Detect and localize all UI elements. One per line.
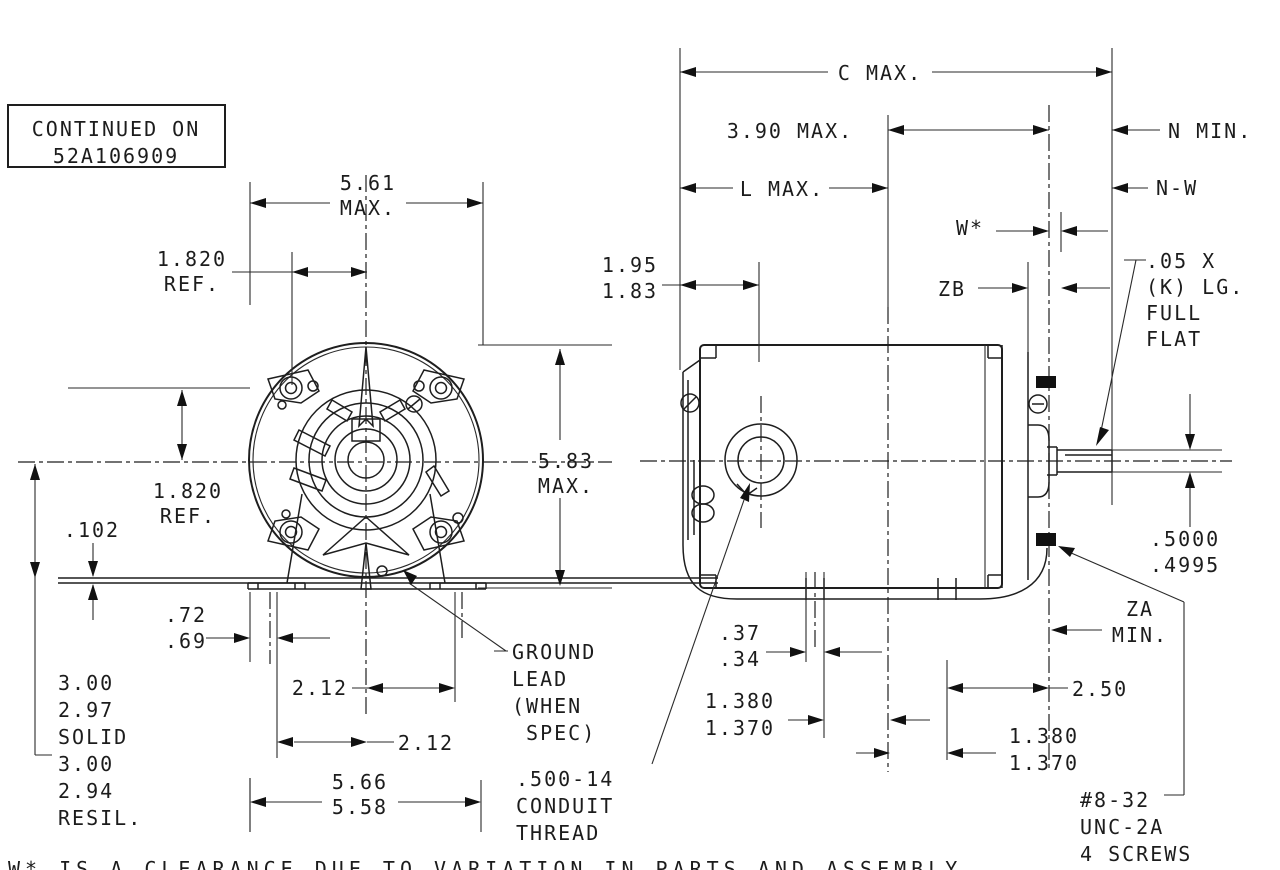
mounting-base: [58, 493, 718, 590]
side-view-dimensions: [651, 48, 1191, 796]
mounting-band: [682, 544, 1048, 600]
dim-102: .102: [64, 518, 120, 542]
dim-2-12-b: 2.12: [398, 731, 454, 755]
vent-fins: [289, 398, 451, 498]
side-view-motor: [680, 344, 1222, 600]
ground-lead-hole: [376, 565, 388, 577]
dimension-arrowheads: [30, 67, 1195, 807]
dim-zb: ZB: [938, 277, 966, 301]
lead-wire: [691, 485, 715, 505]
key-block: [351, 418, 381, 442]
footnote-text: W* IS A CLEARANCE DUE TO VARIATION IN PA…: [8, 857, 962, 870]
dim-n-w: N-W: [1156, 176, 1198, 200]
endbell-screw-icon: [680, 393, 700, 413]
conduit-boss: [724, 423, 798, 497]
slotted-screw-icon: [405, 395, 423, 413]
motor-outer-shell: [248, 342, 484, 578]
dim-37-34: .37.34: [719, 621, 761, 671]
dim-l-max: L MAX.: [740, 177, 824, 201]
dim-c-max: C MAX.: [838, 61, 922, 85]
dim-2-50: 2.50: [1072, 677, 1128, 701]
motor-body: [699, 344, 1003, 589]
dim-72-69: .72.69: [165, 603, 207, 653]
dim-3-90-max: 3.90 MAX.: [727, 119, 853, 143]
right-endbell: [1001, 345, 1056, 588]
centerlines: [18, 105, 1232, 772]
mounting-bolts: [267, 369, 465, 551]
assembly-screw-icon: [1036, 533, 1056, 546]
front-view-motor: [58, 342, 718, 590]
endbell-screw-icon: [1028, 394, 1048, 414]
shaft-bore: [347, 441, 385, 479]
continued-on-box: [7, 104, 226, 168]
dim-n-min: N MIN.: [1168, 119, 1252, 143]
bearing-boss-circle: [295, 389, 437, 531]
left-endbell: [680, 359, 715, 545]
dim-5000-4995: .5000.4995: [1150, 527, 1220, 577]
lead-wire: [691, 503, 715, 523]
dim-w-star: W*: [956, 216, 984, 240]
dim-2-12-a: 2.12: [292, 676, 348, 700]
assembly-screw-icon: [1036, 376, 1056, 388]
